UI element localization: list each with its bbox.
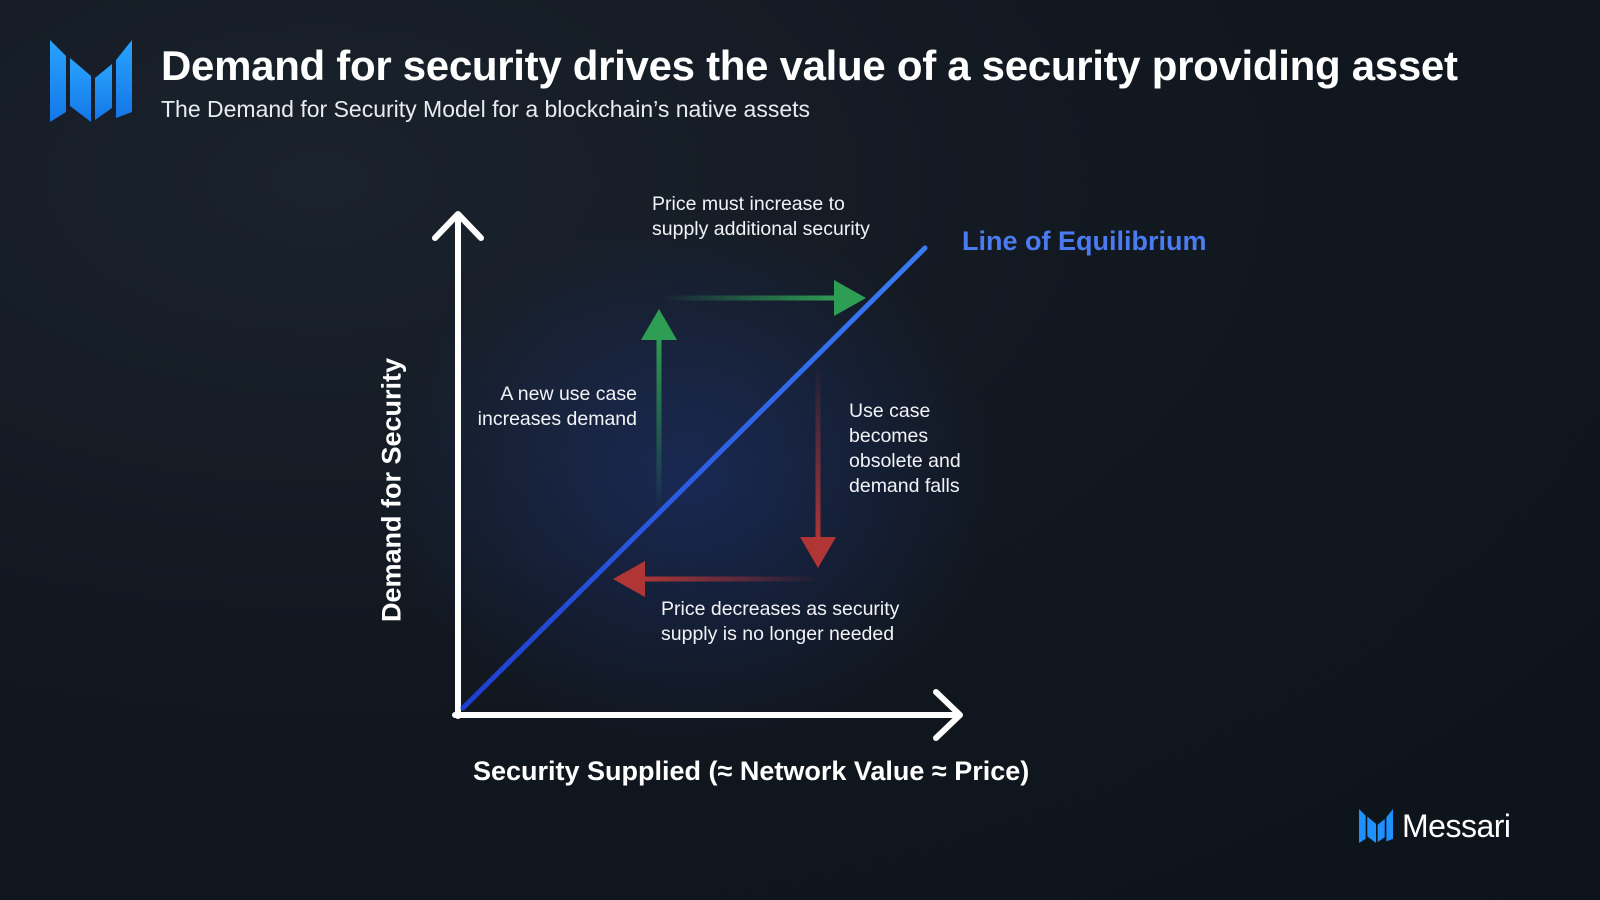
y-axis-label: Demand for Security bbox=[376, 357, 407, 623]
equilibrium-line bbox=[460, 245, 928, 711]
new-use-case-annotation: A new use case increases demand bbox=[477, 383, 637, 430]
price-decrease-annotation: Price decreases as security supply is no… bbox=[661, 598, 900, 645]
brand-footer: Messari bbox=[1358, 806, 1511, 846]
price-increase-annotation: Price must increase to supply additional… bbox=[652, 193, 870, 240]
page-title: Demand for security drives the value of … bbox=[161, 42, 1458, 89]
x-axis bbox=[452, 689, 963, 741]
obsolete-annotation: Use case becomes obsolete and demand fal… bbox=[849, 400, 961, 497]
demand-decrease-arrow bbox=[800, 365, 836, 568]
messari-logo-icon bbox=[1359, 809, 1393, 843]
demand-increase-arrow bbox=[641, 309, 677, 510]
page-subtitle: The Demand for Security Model for a bloc… bbox=[161, 96, 810, 122]
price-increase-arrow bbox=[662, 280, 866, 316]
equilibrium-label: Line of Equilibrium bbox=[962, 226, 1207, 256]
price-decrease-arrow bbox=[613, 561, 820, 597]
x-axis-label: Security Supplied (≈ Network Value ≈ Pri… bbox=[473, 756, 1030, 786]
y-axis bbox=[432, 211, 484, 719]
brand-name: Messari bbox=[1402, 807, 1511, 844]
messari-logo-icon bbox=[50, 40, 132, 122]
